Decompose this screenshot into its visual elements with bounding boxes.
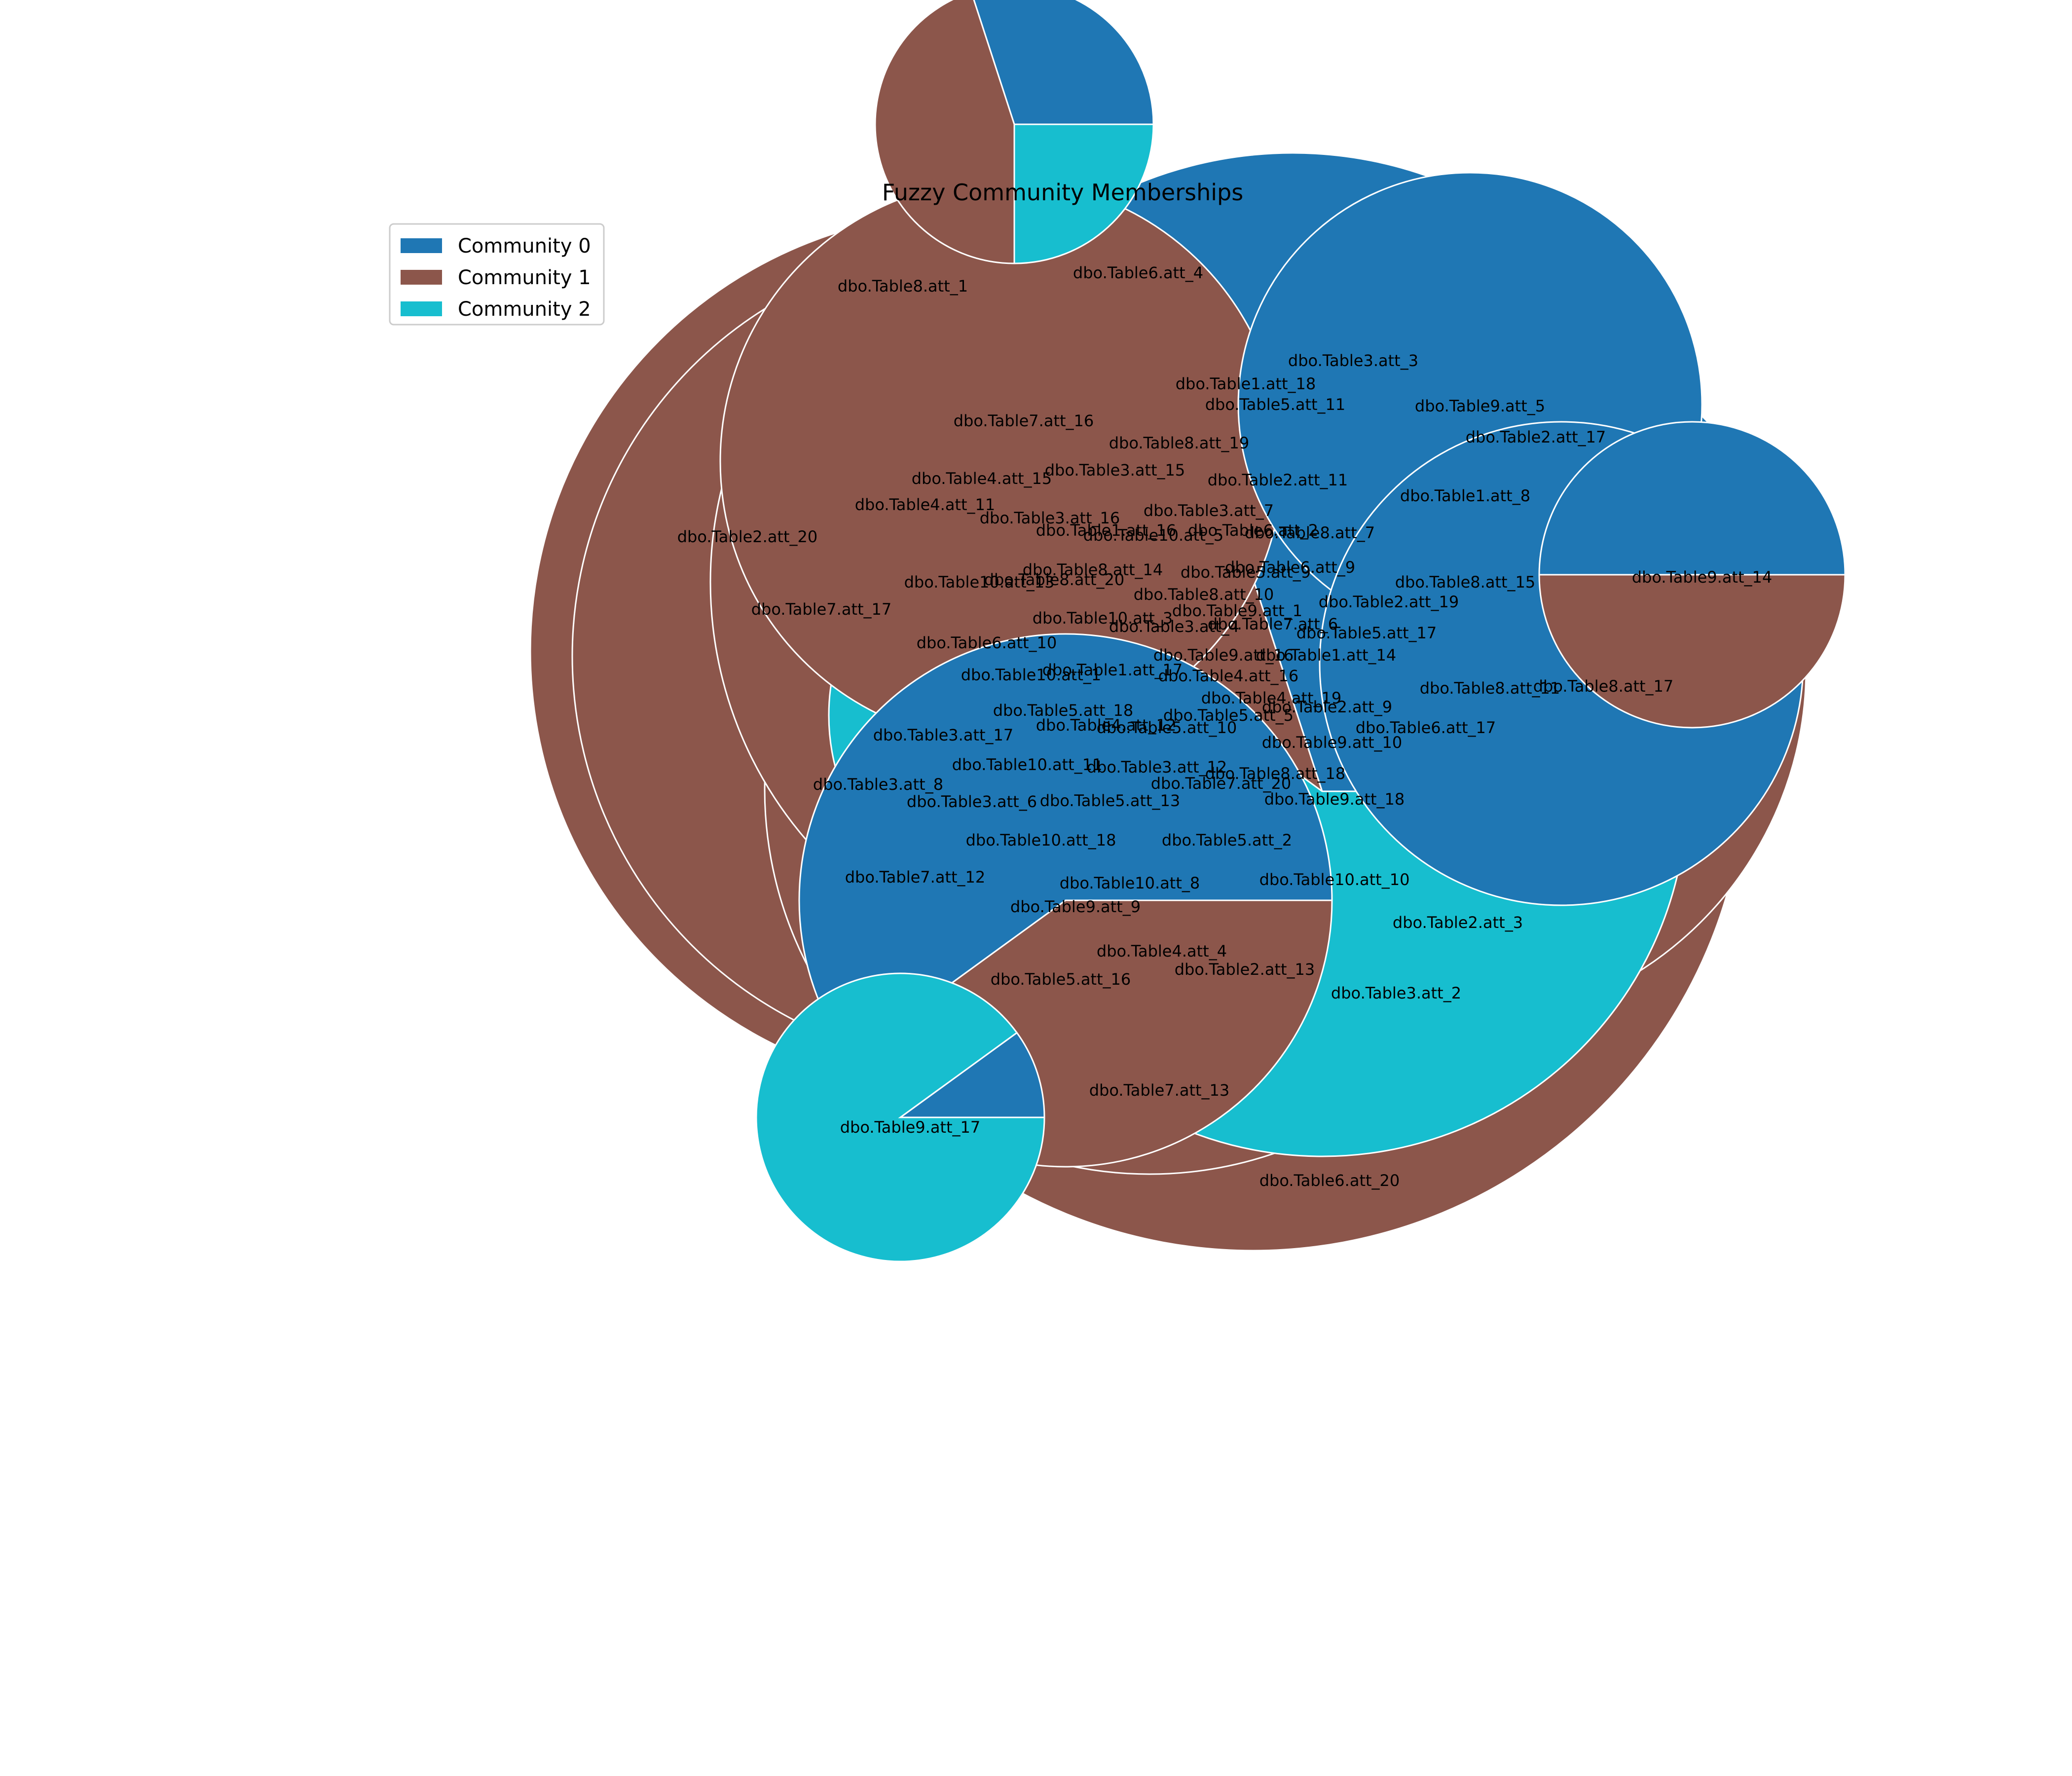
legend-swatch bbox=[401, 238, 442, 253]
node-label: dbo.Table3.att_17 bbox=[873, 726, 1014, 744]
node-label: dbo.Table2.att_20 bbox=[677, 527, 818, 546]
node-label: dbo.Table3.att_15 bbox=[1045, 461, 1185, 480]
pie-node bbox=[874, 0, 1154, 264]
node-label: dbo.Table7.att_6 bbox=[1208, 615, 1338, 633]
node-label: dbo.Table6.att_4 bbox=[1073, 263, 1203, 282]
node-label: dbo.Table6.att_10 bbox=[917, 633, 1057, 652]
node-label: dbo.Table10.att_11 bbox=[952, 755, 1103, 774]
node-labels-layer: dbo.Table8.att_1 dbo.Table6.att_4 dbo.Tabl… bbox=[677, 263, 1773, 1190]
node-label: dbo.Table8.att_20 bbox=[984, 570, 1125, 589]
pie-slice-community-0 bbox=[973, 0, 1154, 125]
node-label: dbo.Table6.att_17 bbox=[1356, 718, 1496, 737]
node-label: dbo.Table2.att_19 bbox=[1319, 592, 1459, 611]
node-label: dbo.Table1.att_18 bbox=[1176, 374, 1316, 393]
node-label: dbo.Table3.att_12 bbox=[1087, 758, 1227, 777]
node-label: dbo.Table4.att_16 bbox=[1158, 666, 1299, 685]
node-label: dbo.Table2.att_9 bbox=[1262, 698, 1392, 716]
node-label: dbo.Table9.att_18 bbox=[1264, 790, 1405, 809]
node-label: dbo.Table10.att_8 bbox=[1060, 874, 1200, 892]
node-label: dbo.Table5.att_17 bbox=[1296, 624, 1437, 642]
node-label: dbo.Table9.att_10 bbox=[1262, 733, 1403, 752]
legend-swatch bbox=[401, 301, 442, 316]
pie-nodes-layer bbox=[529, 0, 1846, 1262]
pie-node bbox=[1538, 421, 1846, 729]
pie-slice-community-1 bbox=[1538, 574, 1846, 729]
node-label: dbo.Table4.att_12 bbox=[1036, 716, 1177, 735]
node-label: dbo.Table8.att_17 bbox=[1533, 677, 1674, 696]
node-label: dbo.Table4.att_19 bbox=[1201, 689, 1342, 707]
legend-frame bbox=[389, 223, 605, 326]
node-label: dbo.Table1.att_8 bbox=[1400, 486, 1530, 505]
node-label: dbo.Table7.att_13 bbox=[1089, 1081, 1230, 1100]
node-label: dbo.Table2.att_3 bbox=[1393, 913, 1523, 932]
node-label: dbo.Table9.att_14 bbox=[1632, 568, 1773, 587]
pie-slice-community-0 bbox=[898, 1032, 1045, 1118]
node-label: dbo.Table8.att_14 bbox=[1023, 560, 1163, 579]
node-label: dbo.Table5.att_13 bbox=[1040, 791, 1181, 810]
legend-label: Community 1 bbox=[458, 266, 591, 289]
node-label: dbo.Table8.att_19 bbox=[1109, 434, 1250, 452]
node-label: dbo.Table5.att_2 bbox=[1162, 831, 1292, 850]
pie-slice-community-0 bbox=[1538, 421, 1846, 576]
node-label: dbo.Table5.att_18 bbox=[993, 701, 1134, 720]
node-label: dbo.Table7.att_20 bbox=[1151, 774, 1292, 793]
node-label: dbo.Table5.att_5 bbox=[1163, 706, 1294, 725]
node-label: dbo.Table2.att_11 bbox=[1208, 471, 1348, 489]
node-label: dbo.Table7.att_17 bbox=[751, 600, 892, 619]
node-label: dbo.Table9.att_1 bbox=[1172, 601, 1302, 620]
node-label: dbo.Table9.att_9 bbox=[1010, 897, 1141, 916]
node-label: dbo.Table9.att_5 bbox=[1415, 397, 1545, 415]
node-label: dbo.Table3.att_6 bbox=[907, 792, 1037, 811]
node-label: dbo.Table5.att_9 bbox=[1181, 563, 1311, 582]
legend-swatch bbox=[401, 270, 442, 285]
node-label: dbo.Table7.att_12 bbox=[845, 868, 986, 887]
pie-slice-community-0 bbox=[798, 633, 1333, 1058]
node-label: dbo.Table3.att_4 bbox=[1109, 617, 1239, 636]
node-label: dbo.Table7.att_16 bbox=[954, 411, 1094, 430]
node-label: dbo.Table4.att_11 bbox=[855, 495, 996, 514]
node-label: dbo.Table10.att_1 bbox=[961, 666, 1102, 684]
node-label: dbo.Table3.att_2 bbox=[1331, 984, 1461, 1002]
legend-label: Community 0 bbox=[458, 235, 591, 258]
node-label: dbo.Table3.att_8 bbox=[813, 775, 943, 794]
pie-node bbox=[755, 972, 1045, 1262]
node-label: dbo.Table2.att_13 bbox=[1175, 960, 1315, 979]
node-label: dbo.Table9.att_17 bbox=[840, 1118, 981, 1137]
node-label: dbo.Table8.att_18 bbox=[1205, 764, 1346, 783]
node-label: dbo.Table10.att_18 bbox=[966, 831, 1116, 850]
node-label: dbo.Table10.att_3 bbox=[1033, 609, 1173, 628]
node-label: dbo.Table3.att_7 bbox=[1144, 501, 1274, 520]
node-label: dbo.Table6.att_9 bbox=[1225, 558, 1355, 577]
node-label: dbo.Table1.att_17 bbox=[1042, 661, 1183, 679]
node-label: dbo.Table8.att_7 bbox=[1245, 523, 1375, 542]
pie-slice-community-2 bbox=[1013, 123, 1154, 264]
node-label: dbo.Table10.att_13 bbox=[904, 573, 1055, 592]
node-label: dbo.Table10.att_5 bbox=[1083, 526, 1224, 545]
node-label: dbo.Table4.att_15 bbox=[912, 469, 1052, 488]
chart-title: Fuzzy Community Memberships bbox=[882, 179, 1243, 206]
node-label: dbo.Table8.att_11 bbox=[1420, 679, 1560, 698]
pie-slice-community-1 bbox=[874, 0, 1015, 264]
node-label: dbo.Table9.att_16 bbox=[1153, 646, 1294, 665]
legend: Community 0 Community 1 Community 2 bbox=[389, 223, 605, 326]
node-label: dbo.Table6.att_2 bbox=[1188, 521, 1318, 540]
pie-slice-community-2 bbox=[755, 972, 1045, 1262]
node-label: dbo.Table8.att_15 bbox=[1395, 573, 1536, 592]
node-label: dbo.Table8.att_10 bbox=[1134, 585, 1274, 604]
node-label: dbo.Table6.att_20 bbox=[1259, 1171, 1400, 1190]
node-label: dbo.Table2.att_17 bbox=[1466, 428, 1606, 446]
node-label: dbo.Table5.att_16 bbox=[991, 970, 1131, 989]
node-label: dbo.Table4.att_4 bbox=[1097, 942, 1227, 961]
node-label: dbo.Table5.att_11 bbox=[1205, 395, 1346, 414]
node-label: dbo.Table5.att_10 bbox=[1097, 718, 1237, 737]
node-label: dbo.Table3.att_3 bbox=[1288, 351, 1418, 370]
node-label: dbo.Table3.att_16 bbox=[980, 509, 1120, 527]
node-label: dbo.Table8.att_1 bbox=[838, 277, 968, 296]
node-label: dbo.Table10.att_10 bbox=[1259, 870, 1410, 889]
legend-label: Community 2 bbox=[458, 298, 591, 321]
node-label: dbo.Table1.att_14 bbox=[1256, 646, 1397, 665]
node-label: dbo.Table1.att_16 bbox=[1036, 521, 1177, 540]
